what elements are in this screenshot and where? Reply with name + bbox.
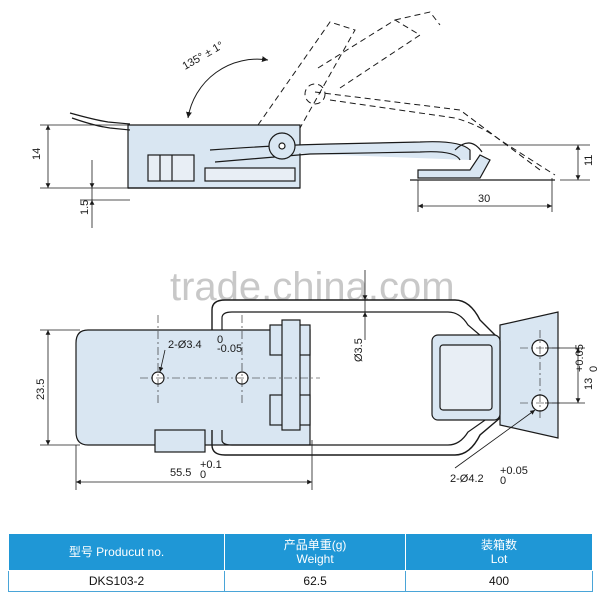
length-tol-lower: 0	[200, 469, 206, 481]
side-height-label: 14	[31, 148, 43, 160]
header-weight-label-en: Weight	[296, 552, 334, 566]
side-open-position	[257, 11, 556, 176]
length-label: 55.5	[170, 467, 191, 479]
table-row: DKS103-2 62.5 400	[7, 570, 593, 592]
hole-spacing-tol-upper: +0.05	[574, 344, 586, 372]
length-tol-upper: +0.1	[200, 459, 222, 471]
keeper-hole-tol-upper: +0.05	[500, 465, 528, 477]
side-keeper	[417, 154, 491, 179]
header-weight-label-zh: 产品单重(g)	[283, 538, 347, 552]
side-dimensions	[40, 124, 590, 228]
base-hole-tol-lower: -0.05	[217, 343, 242, 355]
base-hole-dia-label: 2-Ø3.4	[168, 339, 202, 351]
top-keeper	[499, 311, 559, 439]
top-dimensions	[40, 270, 585, 490]
top-hinge	[281, 319, 301, 431]
side-base-label: 1.5	[79, 200, 91, 215]
watermark-text: trade.china.com	[170, 265, 455, 309]
angle-label: 135° ± 1°	[181, 39, 226, 72]
header-model-label: 型号 Producut no.	[68, 545, 165, 559]
keeper-hole-dia-label: 2-Ø4.2	[450, 473, 484, 485]
cell-lot: 400	[405, 570, 593, 592]
technical-drawing: trade.china.com 135°	[31, 11, 600, 490]
top-view	[75, 299, 559, 456]
top-base-plate	[75, 329, 311, 446]
side-view	[69, 11, 556, 189]
header-lot-label-zh: 装箱数	[481, 538, 518, 552]
side-slot	[147, 154, 195, 182]
cell-weight: 62.5	[224, 570, 407, 592]
wire-dia-label: Ø3.5	[353, 338, 365, 362]
header-lot-label-en: Lot	[490, 552, 508, 566]
keeper-hole-tol-lower: 0	[500, 475, 506, 487]
side-width-label: 30	[478, 193, 490, 205]
wire-loop	[211, 299, 501, 341]
cell-model: DKS103-2	[7, 570, 226, 592]
hole-spacing-tol-lower: 0	[588, 366, 600, 372]
header-weight: 产品单重(g)Weight	[224, 533, 407, 571]
side-right-height-label: 11	[583, 155, 595, 166]
hole-spacing-label: 13	[583, 378, 595, 390]
base-hole-tol-upper: 0	[217, 334, 223, 346]
header-model: 型号 Producut no.	[7, 533, 226, 571]
top-height-label: 23.5	[35, 379, 47, 400]
